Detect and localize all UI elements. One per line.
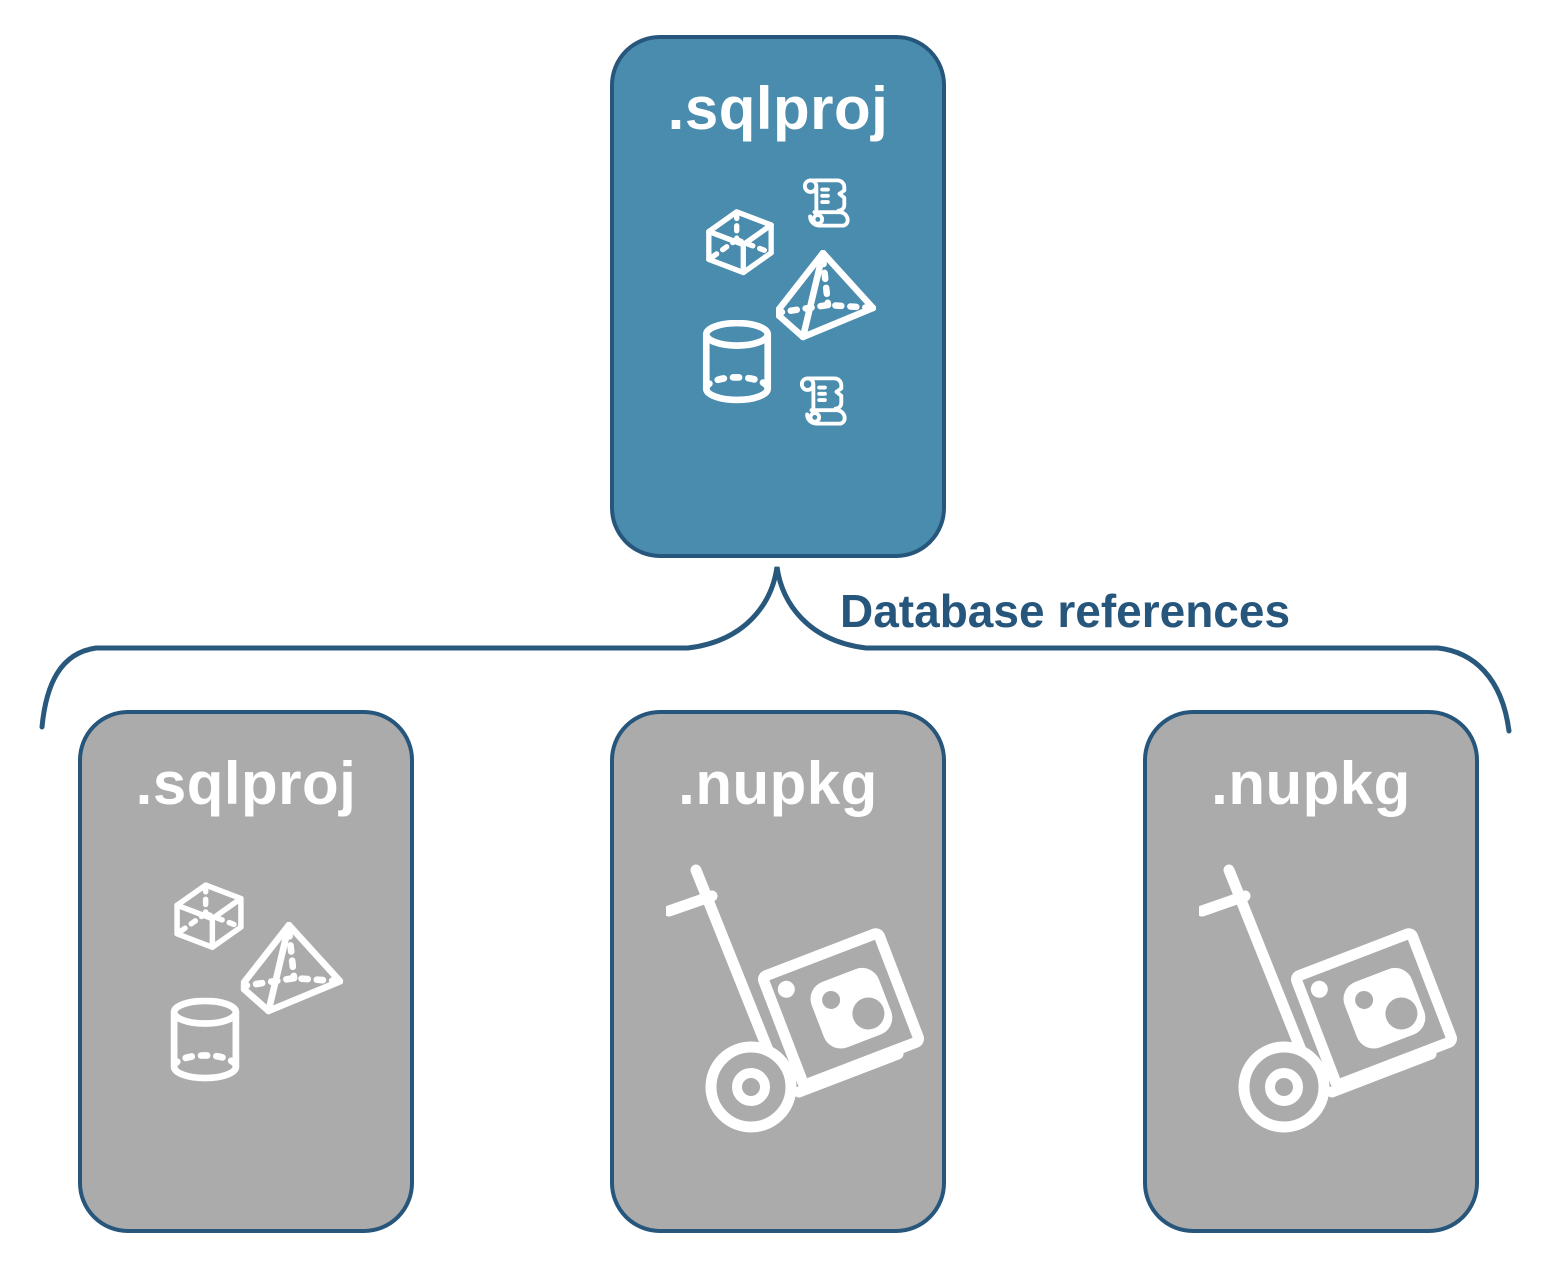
child-card-label: .nupkg <box>678 750 878 817</box>
pyramid-icon <box>774 250 878 342</box>
child-card-nupkg: .nupkg <box>610 710 946 1233</box>
child-card-sqlproj: .sqlproj <box>78 710 414 1233</box>
connector-label: Database references <box>840 585 1291 637</box>
cube-icon <box>699 202 781 284</box>
hand-truck-icon <box>1199 864 1467 1144</box>
brace-connector <box>39 566 1512 734</box>
cube-icon <box>167 874 251 960</box>
child-card-label: .sqlproj <box>135 750 357 817</box>
root-card-sqlproj: .sqlproj <box>610 35 946 558</box>
hand-truck-icon <box>666 864 934 1144</box>
scroll-icon <box>797 373 849 429</box>
child-card-nupkg: .nupkg <box>1143 710 1479 1233</box>
cylinder-icon <box>702 320 772 404</box>
child-card-label: .nupkg <box>1211 750 1411 817</box>
pyramid-icon <box>240 922 344 1016</box>
root-card-label: .sqlproj <box>667 75 889 142</box>
scroll-icon <box>800 175 852 231</box>
cylinder-icon <box>170 997 240 1083</box>
